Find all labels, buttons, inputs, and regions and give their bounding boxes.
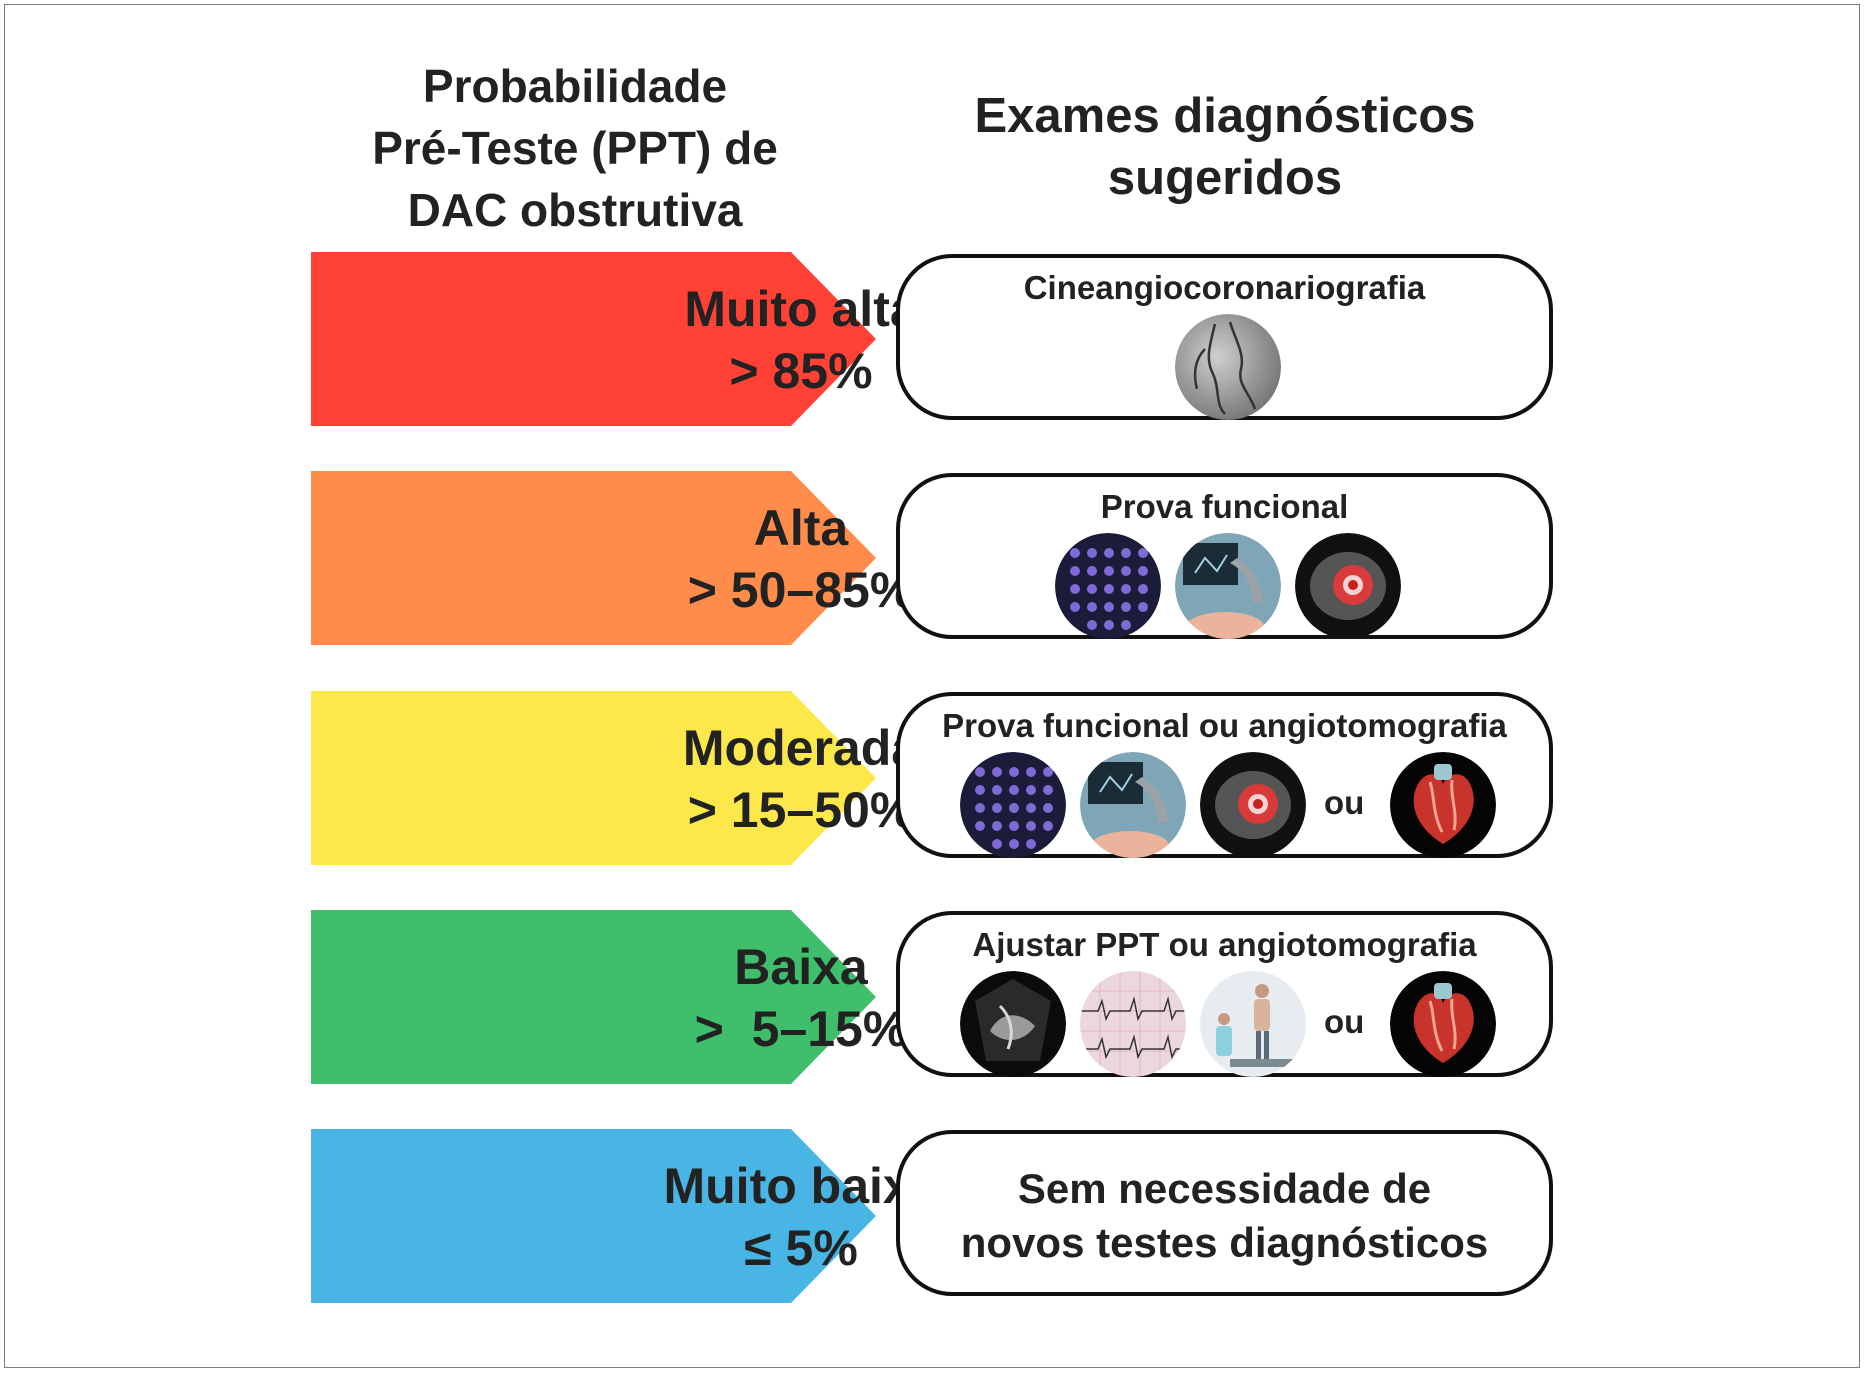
- myocardial-perfusion-scintigraphy-icon: [1055, 533, 1161, 639]
- probability-label: Moderada > 15–50%: [636, 717, 966, 841]
- level-range: > 15–50%: [687, 782, 915, 838]
- arrow-alta: Alta > 50–85%: [311, 471, 914, 645]
- level-name: Alta: [753, 500, 849, 556]
- arrow-muito-alta: Muito alta > 85%: [311, 252, 918, 426]
- level-range: > 85%: [729, 343, 873, 399]
- probability-label: Muito alta > 85%: [636, 278, 966, 402]
- exam-text: Sem necessidade de novos testes diagnóst…: [960, 1165, 1489, 1266]
- level-name: Moderada: [682, 720, 920, 776]
- exam-title: Prova funcional ou angiotomografia: [942, 707, 1507, 744]
- myocardial-perfusion-scintigraphy-icon: [960, 752, 1066, 858]
- coronary-ct-heart-icon: [1390, 971, 1496, 1077]
- ppt-column-header: Probabilidade Pré-Teste (PPT) de DAC obs…: [372, 60, 778, 236]
- exam-icons: [900, 531, 1549, 639]
- exam-icons: ou: [900, 750, 1549, 858]
- cardiac-mri-icon: [1200, 752, 1306, 858]
- exam-title: Cineangiocoronariografia: [1023, 269, 1426, 306]
- echocardiogram-icon: [960, 971, 1066, 1077]
- probability-label: Muito baixa ≤ 5%: [636, 1155, 966, 1279]
- level-range: > 5–15%: [694, 1001, 908, 1057]
- arrow-moderada: Moderada > 15–50%: [311, 691, 919, 865]
- level-name: Muito baixa: [663, 1158, 939, 1214]
- probability-label: Alta > 50–85%: [636, 497, 966, 621]
- or-label: ou: [1324, 1003, 1365, 1040]
- exam-box-alta: Prova funcional: [896, 473, 1553, 639]
- level-name: Muito alta: [684, 281, 918, 337]
- coronary-ct-heart-icon: [1390, 752, 1496, 858]
- level-name: Baixa: [734, 939, 868, 995]
- arrow-muito-baixa: Muito baixa ≤ 5%: [311, 1129, 939, 1303]
- arrow-baixa: Baixa > 5–15%: [311, 910, 907, 1084]
- probability-label: Baixa > 5–15%: [636, 936, 966, 1060]
- level-range: > 50–85%: [687, 562, 915, 618]
- figure-frame: [4, 4, 1860, 1368]
- cardiac-mri-icon: [1295, 533, 1401, 639]
- or-label: ou: [1324, 784, 1365, 821]
- coronary-angiography-icon: [1175, 314, 1281, 420]
- exam-icons: [900, 312, 1549, 420]
- treadmill-test-icon: [1200, 971, 1306, 1077]
- exam-box-moderada: Prova funcional ou angiotomografia ou: [896, 692, 1553, 858]
- exam-box-baixa: Ajustar PPT ou angiotomografia ou: [896, 911, 1553, 1077]
- exam-title: Prova funcional: [1100, 488, 1349, 525]
- exams-column-header: Exames diagnósticos sugeridos: [974, 89, 1476, 205]
- ecg-trace-icon: [1080, 971, 1186, 1077]
- level-range: ≤ 5%: [744, 1220, 858, 1276]
- exam-box-muito-alta: Cineangiocoronariografia: [896, 254, 1553, 420]
- stress-echocardiography-icon: [1080, 752, 1186, 858]
- stress-echocardiography-icon: [1175, 533, 1281, 639]
- exam-box-muito-baixa: Sem necessidade de novos testes diagnóst…: [896, 1130, 1553, 1296]
- exam-icons: ou: [900, 969, 1549, 1077]
- exam-title: Ajustar PPT ou angiotomografia: [972, 926, 1477, 963]
